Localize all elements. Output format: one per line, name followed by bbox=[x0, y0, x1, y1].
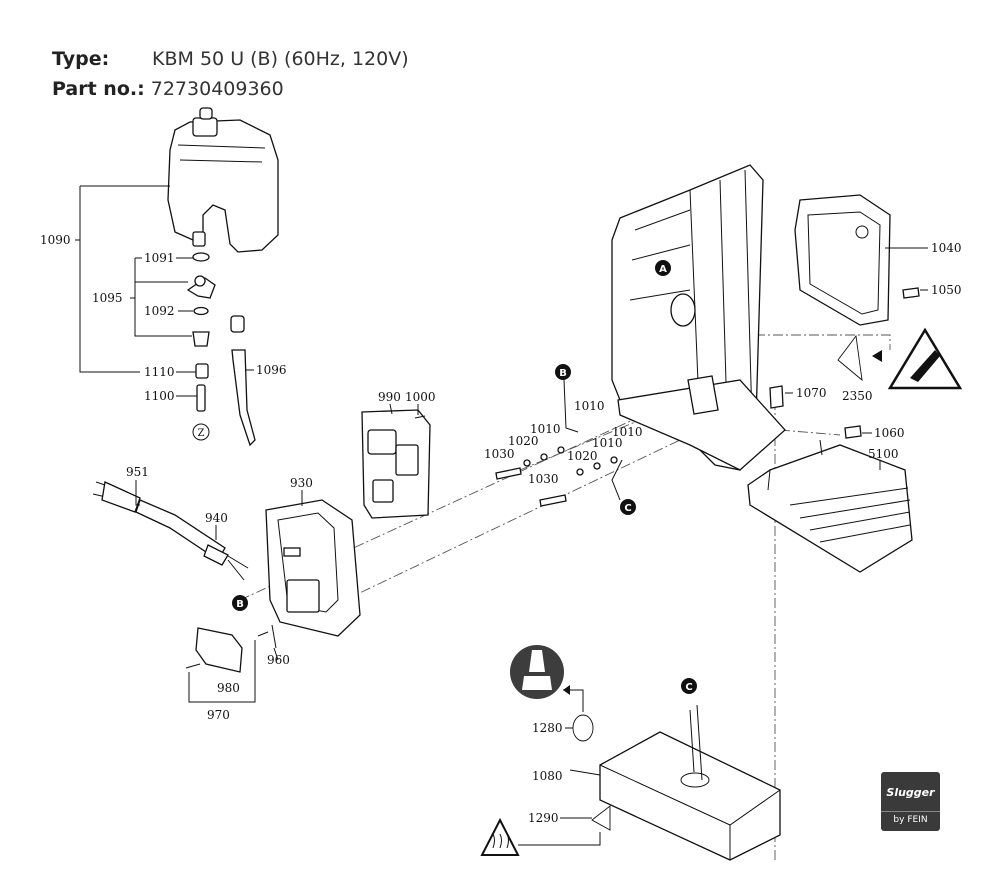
callout-1040: 1040 bbox=[931, 241, 962, 255]
callout-1010-c: 1010 bbox=[592, 436, 623, 450]
callout-1100: 1100 bbox=[144, 389, 175, 403]
part-row: Part no.: 72730409360 bbox=[52, 74, 409, 104]
callout-1030-bottom: 1030 bbox=[528, 472, 559, 486]
callout-1050: 1050 bbox=[931, 283, 962, 297]
callout-1091: 1091 bbox=[144, 251, 175, 265]
type-value: KBM 50 U (B) (60Hz, 120V) bbox=[152, 48, 409, 70]
callout-930: 930 bbox=[290, 476, 313, 490]
callout-1030-top: 1030 bbox=[484, 447, 515, 461]
callout-990: 990 bbox=[378, 390, 401, 404]
callout-1000: 1000 bbox=[405, 390, 436, 404]
electronics-board bbox=[361, 409, 431, 519]
magnet-base bbox=[599, 704, 781, 861]
callout-1095: 1095 bbox=[92, 291, 123, 305]
power-cable bbox=[92, 481, 249, 581]
badge-sub: by FEIN bbox=[881, 811, 940, 825]
callout-980: 980 bbox=[217, 681, 240, 695]
callout-1020-bottom: 1020 bbox=[567, 449, 598, 463]
header: Type: KBM 50 U (B) (60Hz, 120V) Part no.… bbox=[52, 44, 409, 104]
marker-a-label: A bbox=[659, 264, 667, 275]
small-screws bbox=[495, 287, 920, 507]
part-label: Part no.: bbox=[52, 78, 145, 100]
callout-1080: 1080 bbox=[532, 769, 563, 783]
switch-cap bbox=[185, 624, 277, 673]
top-cover bbox=[794, 194, 891, 326]
part-value: 72730409360 bbox=[150, 78, 284, 100]
callout-1280: 1280 bbox=[532, 721, 563, 735]
callout-1010-b: 1010 bbox=[574, 399, 605, 413]
callout-1110: 1110 bbox=[144, 365, 175, 379]
marker-b-top-label: B bbox=[559, 368, 567, 379]
badge-brand: Slugger bbox=[886, 786, 935, 799]
callout-951: 951 bbox=[126, 465, 149, 479]
callout-960: 960 bbox=[267, 653, 290, 667]
marker-c-top-label: C bbox=[624, 503, 631, 514]
marker-c-top bbox=[620, 499, 636, 515]
callout-970: 970 bbox=[207, 708, 230, 722]
callout-1010-d: 1010 bbox=[612, 425, 643, 439]
guard-basket bbox=[747, 439, 913, 573]
reference-markers: A B B C C bbox=[232, 260, 697, 694]
leader-lines bbox=[75, 185, 928, 819]
marker-c-bottom-label: C bbox=[685, 682, 692, 693]
type-row: Type: KBM 50 U (B) (60Hz, 120V) bbox=[52, 44, 409, 74]
drill-stand-column bbox=[611, 164, 786, 471]
callout-5100: 5100 bbox=[868, 447, 899, 461]
callout-z: Z bbox=[198, 428, 205, 439]
callout-1290: 1290 bbox=[528, 811, 559, 825]
hose-fittings bbox=[186, 252, 256, 447]
marker-a bbox=[655, 260, 671, 276]
warning-triangle-icon bbox=[887, 327, 963, 390]
coolant-tank bbox=[167, 107, 279, 253]
callout-1070: 1070 bbox=[796, 386, 827, 400]
marker-b-bottom-label: B bbox=[236, 599, 244, 610]
marker-b-top bbox=[555, 364, 571, 380]
type-label: Type: bbox=[52, 48, 110, 70]
callout-1060: 1060 bbox=[874, 426, 905, 440]
slugger-logo-badge: Slugger by FEIN bbox=[881, 772, 940, 831]
callout-1092: 1092 bbox=[144, 304, 175, 318]
callout-numbers: 1090 1091 1095 1092 1096 1110 1100 Z 951… bbox=[40, 233, 962, 825]
callout-2350: 2350 bbox=[842, 389, 873, 403]
callout-940: 940 bbox=[205, 511, 228, 525]
callout-1090: 1090 bbox=[40, 233, 71, 247]
callout-1096: 1096 bbox=[256, 363, 287, 377]
callout-1020-top: 1020 bbox=[508, 434, 539, 448]
warning-labels bbox=[480, 327, 963, 856]
hot-surface-icon bbox=[480, 817, 520, 856]
switch-housing bbox=[265, 499, 361, 637]
callout-1010-a: 1010 bbox=[530, 422, 561, 436]
marker-b-bottom bbox=[232, 595, 248, 611]
marker-c-bottom bbox=[681, 678, 697, 694]
